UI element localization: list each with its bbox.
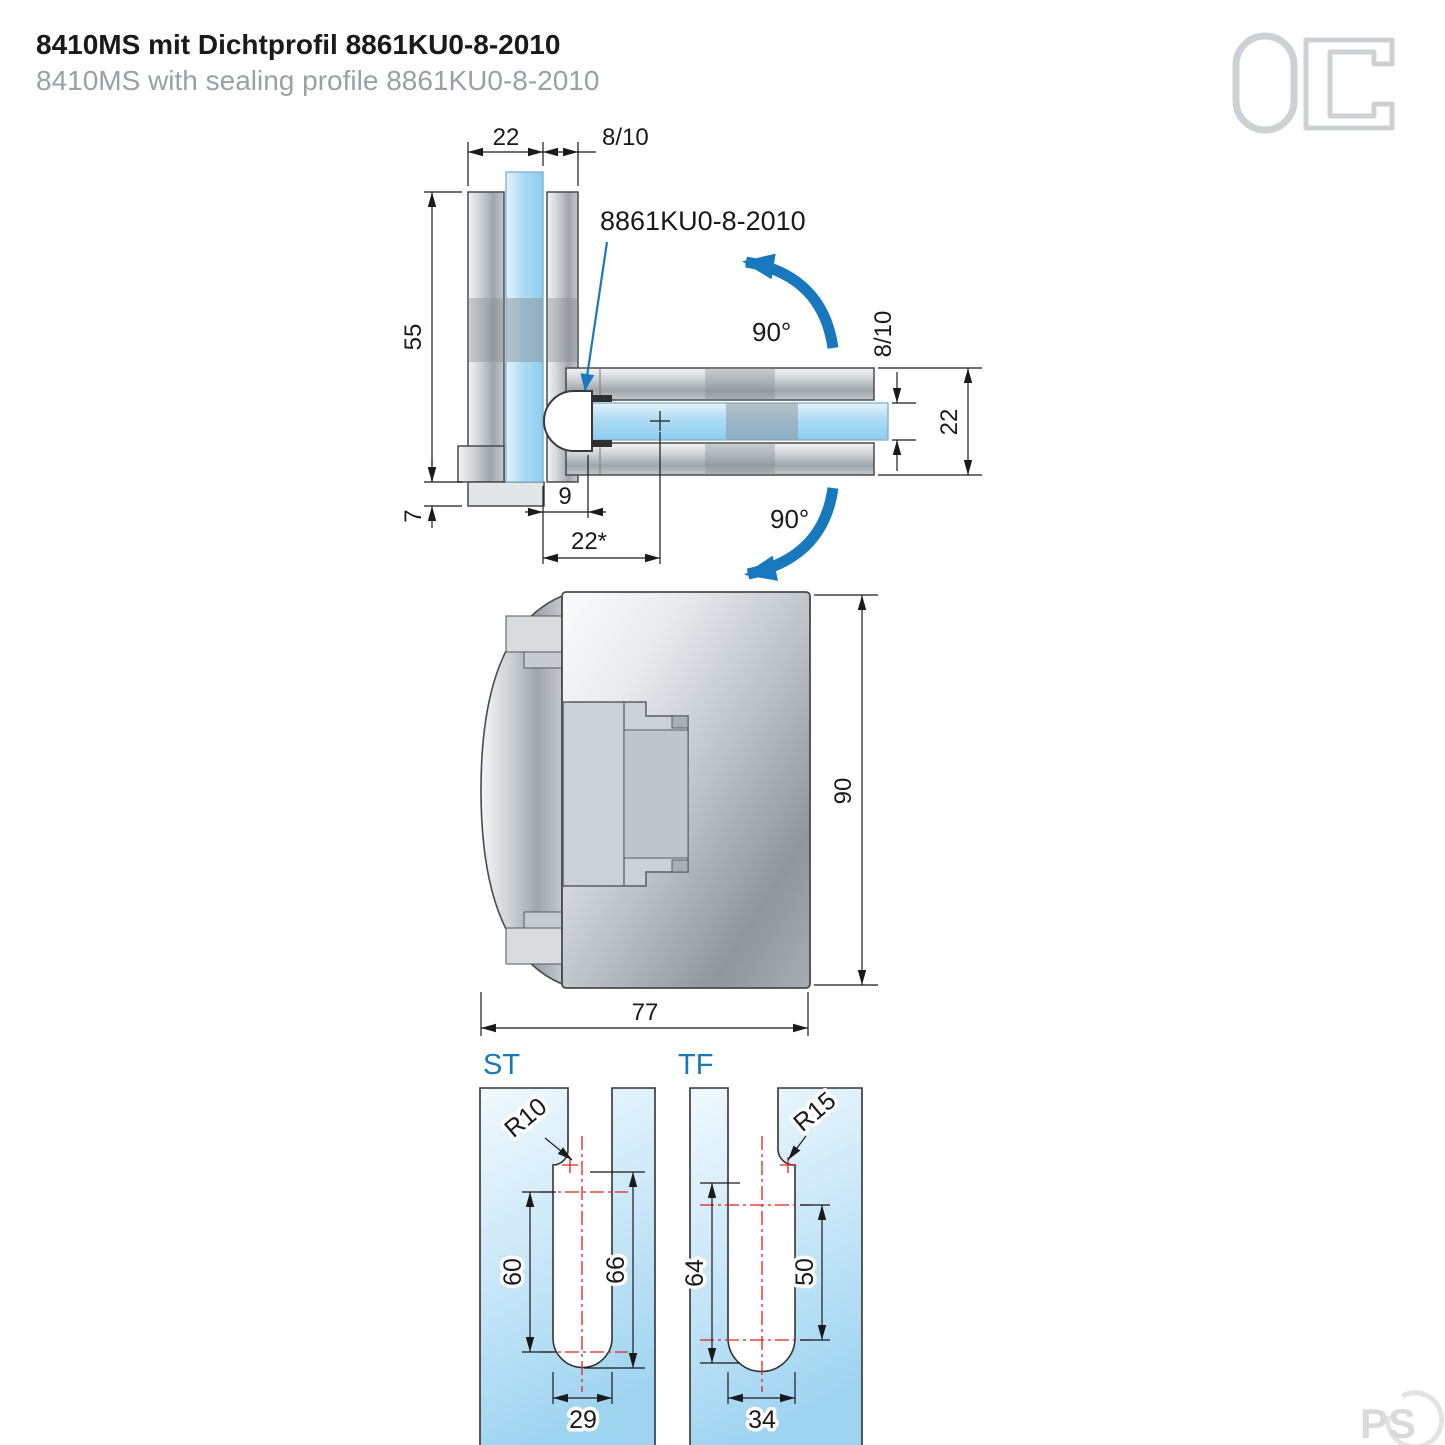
sealing-profile-icon bbox=[1232, 32, 1395, 134]
dim-clamp-width: 22 bbox=[493, 124, 520, 151]
clamp-bottom bbox=[565, 442, 875, 476]
glass-panel-st bbox=[479, 1087, 656, 1445]
dim-axis-offset: 22* bbox=[571, 528, 607, 555]
dim-width-77: 77 bbox=[632, 999, 659, 1026]
centerlines bbox=[540, 1136, 812, 1392]
center-cross bbox=[650, 411, 670, 431]
dim-tf-inner: 50 bbox=[791, 1258, 819, 1286]
angle-down-label: 90° bbox=[770, 504, 809, 534]
glass-prep-dimensions bbox=[522, 1135, 830, 1404]
glass-prep: ST TF bbox=[479, 1049, 863, 1445]
top-view-dimensions bbox=[424, 142, 982, 564]
watermark-text: PS bbox=[1360, 1400, 1416, 1445]
title-de: 8410MS mit Dichtprofil 8861KU0-8-2010 bbox=[36, 29, 560, 60]
swing-arc-down bbox=[744, 487, 839, 581]
top-view: 22 8/10 55 7 9 22* 8861KU0-8-2010 90° 90… bbox=[400, 124, 982, 581]
callout-label: 8861KU0-8-2010 bbox=[600, 206, 806, 236]
label-st: ST bbox=[483, 1049, 520, 1081]
dim-glass-thickness-top: 8/10 bbox=[602, 124, 649, 151]
dim-tf-width: 34 bbox=[748, 1406, 776, 1434]
dim-offset: 9 bbox=[558, 483, 571, 510]
front-view-dimensions bbox=[480, 594, 878, 1036]
dim-base: 7 bbox=[400, 509, 427, 522]
dim-st-width: 29 bbox=[569, 1406, 597, 1434]
dim-st-inner: 60 bbox=[499, 1258, 527, 1286]
watermark-logo: PS bbox=[1360, 1390, 1445, 1445]
dim-st-outer: 66 bbox=[602, 1256, 630, 1284]
base-strip bbox=[467, 481, 545, 507]
glass-panel-tf bbox=[689, 1087, 863, 1445]
angle-up-label: 90° bbox=[752, 317, 791, 347]
clamp-left bbox=[467, 191, 505, 483]
clamp-foot bbox=[457, 445, 505, 483]
sealing-profile-section bbox=[543, 390, 593, 452]
callout-leader bbox=[580, 241, 609, 391]
front-view: 90 77 bbox=[480, 591, 878, 1036]
dim-glass-thickness-right: 8/10 bbox=[870, 311, 897, 358]
swing-arc-up bbox=[742, 253, 839, 349]
dim-height-90: 90 bbox=[830, 778, 857, 805]
dim-clamp-width-right: 22 bbox=[936, 409, 963, 436]
clamp-top bbox=[565, 367, 875, 401]
title-en: 8410MS with sealing profile 8861KU0-8-20… bbox=[36, 65, 599, 96]
dim-tf-outer: 64 bbox=[681, 1259, 709, 1287]
dim-clamp-height: 55 bbox=[400, 324, 427, 351]
label-tf: TF bbox=[678, 1049, 713, 1081]
